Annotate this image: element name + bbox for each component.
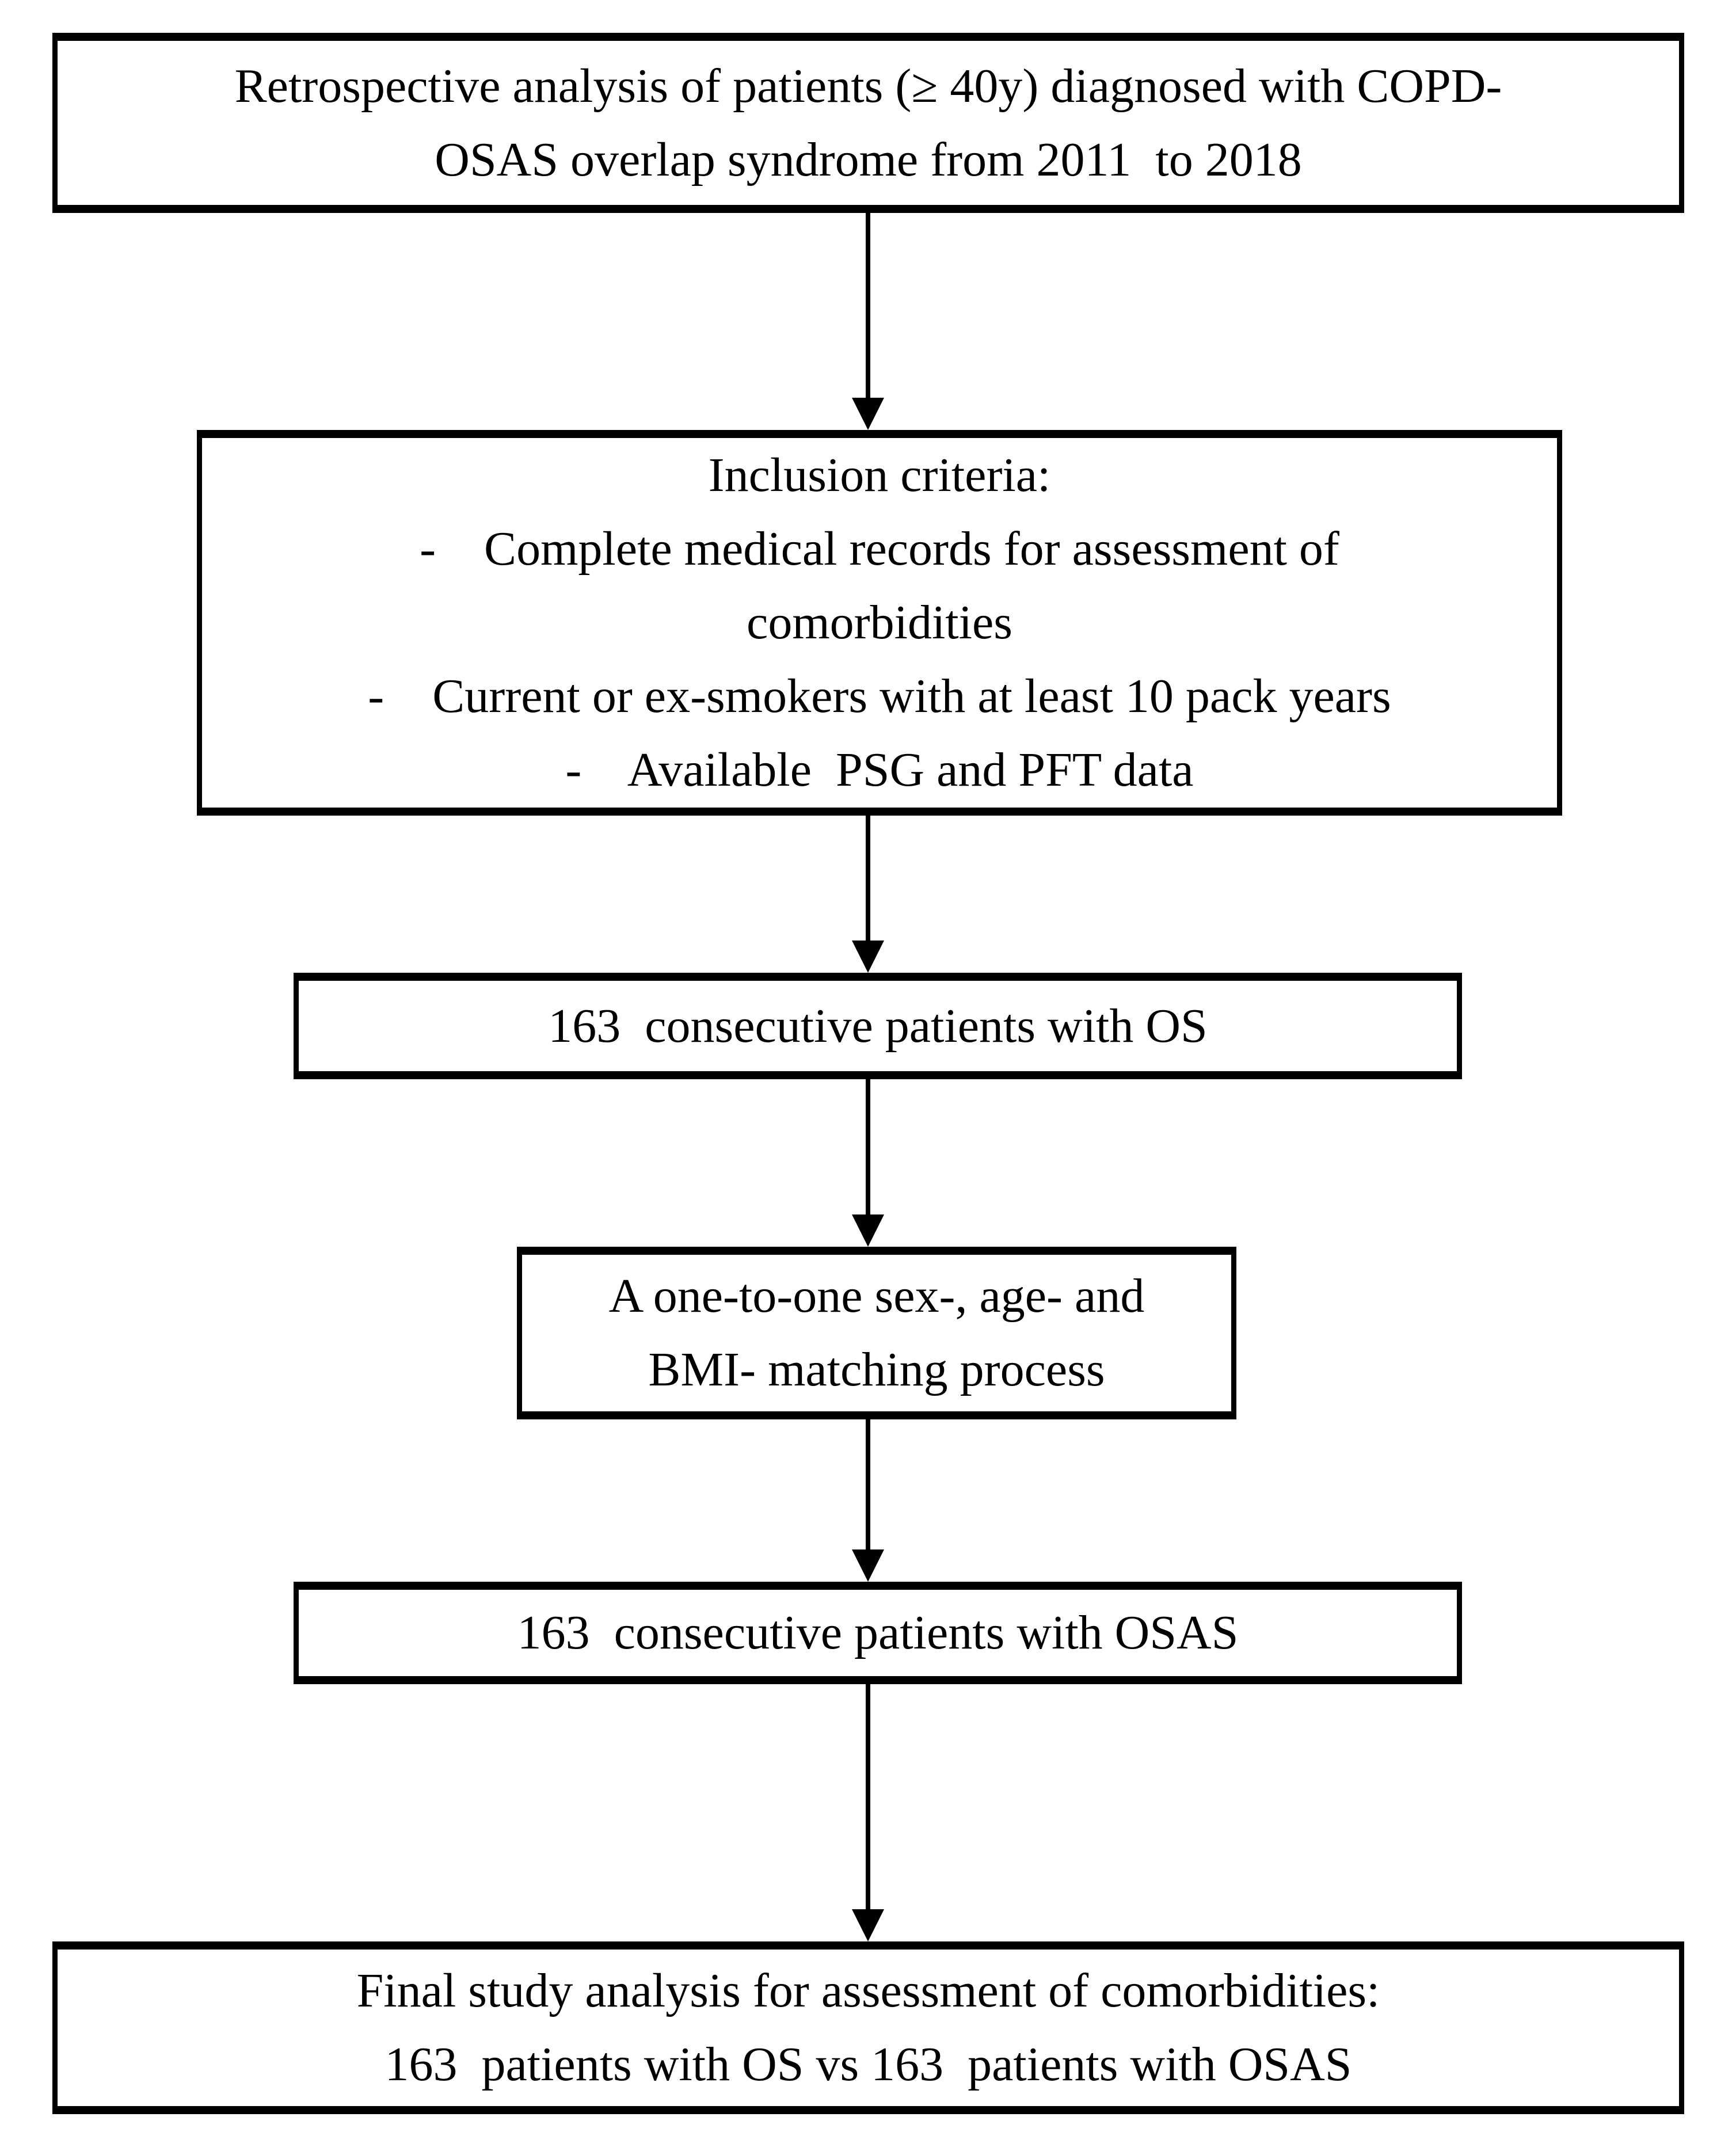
- box-text-line: - Available PSG and PFT data: [565, 743, 1194, 797]
- arrow-head-icon: [852, 1909, 884, 1941]
- flow-box-retrospective-analysis: Retrospective analysis of patients (≥ 40…: [52, 33, 1684, 213]
- arrow-head-icon: [852, 941, 884, 973]
- box-text-line: 163 consecutive patients with OS: [548, 999, 1208, 1053]
- flow-box-inclusion-criteria: Inclusion criteria: - Complete medical r…: [197, 430, 1562, 816]
- down-arrow: [852, 1419, 884, 1582]
- arrow-line: [866, 1684, 870, 1913]
- down-arrow: [852, 1079, 884, 1247]
- box-text-line: - Current or ex-smokers with at least 10…: [368, 669, 1391, 723]
- flow-box-final-analysis: Final study analysis for assessment of c…: [52, 1941, 1684, 2114]
- box-text-line: A one-to-one sex-, age- and: [608, 1269, 1145, 1323]
- arrow-line: [866, 213, 870, 401]
- box-text-line: Inclusion criteria:: [708, 448, 1051, 502]
- flow-box-osas-cohort: 163 consecutive patients with OSAS: [294, 1582, 1462, 1684]
- box-text-line: 163 patients with OS vs 163 patients wit…: [384, 2038, 1352, 2091]
- arrow-line: [866, 816, 870, 944]
- arrow-head-icon: [852, 398, 884, 430]
- down-arrow: [852, 1684, 884, 1941]
- box-text-line: - Complete medical records for assessmen…: [420, 522, 1339, 576]
- box-text-line: BMI- matching process: [648, 1343, 1105, 1396]
- flow-box-os-cohort: 163 consecutive patients with OS: [294, 973, 1462, 1079]
- arrow-head-icon: [852, 1214, 884, 1247]
- box-text-line: 163 consecutive patients with OSAS: [517, 1606, 1239, 1659]
- flow-box-matching-process: A one-to-one sex-, age- and BMI- matchin…: [517, 1247, 1236, 1419]
- arrow-line: [866, 1079, 870, 1218]
- box-text-line: Final study analysis for assessment of c…: [356, 1964, 1380, 2017]
- down-arrow: [852, 213, 884, 430]
- down-arrow: [852, 816, 884, 973]
- box-text-line: OSAS overlap syndrome from 2011 to 2018: [435, 132, 1302, 186]
- arrow-head-icon: [852, 1549, 884, 1582]
- box-text-line: comorbidities: [747, 596, 1012, 649]
- arrow-line: [866, 1419, 870, 1553]
- box-text-line: Retrospective analysis of patients (≥ 40…: [234, 59, 1502, 113]
